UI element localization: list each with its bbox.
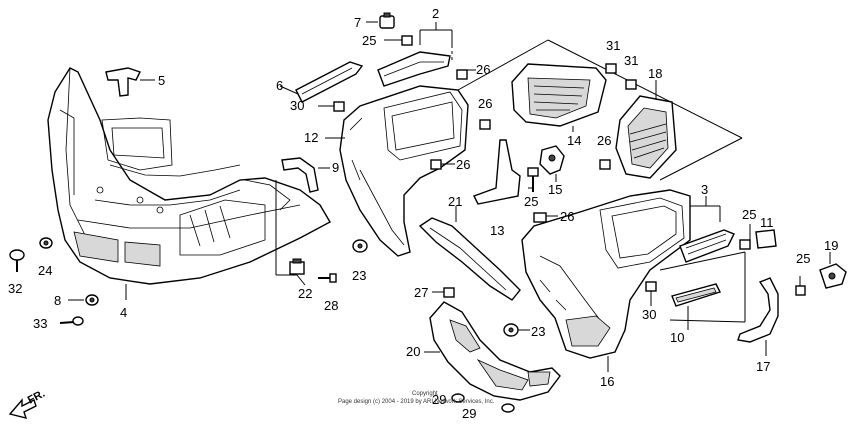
- part-2-mount: [377, 51, 451, 87]
- label-14: 14: [567, 133, 581, 148]
- part-28-screw: [318, 273, 337, 283]
- label-23-left: 23: [352, 268, 366, 283]
- part-12-inner-panel: [339, 85, 469, 257]
- label-25-right: 25: [742, 207, 756, 222]
- part-24-nut: [39, 237, 53, 249]
- part-26-clip-d: [599, 159, 611, 170]
- label-10: 10: [670, 330, 684, 345]
- label-26-c: 26: [456, 157, 470, 172]
- label-31-b: 31: [624, 53, 638, 68]
- label-12: 12: [304, 130, 318, 145]
- footer-copyright-text: Page design (c) 2004 - 2019 by ARI Netwo…: [338, 399, 495, 405]
- label-23-center: 23: [531, 324, 545, 339]
- label-11: 11: [760, 215, 774, 230]
- label-7: 7: [354, 15, 361, 30]
- part-10-reflector: [671, 283, 721, 307]
- part-33-screw: [59, 316, 84, 326]
- label-22: 22: [298, 286, 312, 301]
- part-31-grommet-b: [625, 79, 637, 90]
- part-23-grommet-center: [503, 323, 519, 337]
- part-22-clip: [289, 258, 305, 275]
- part-27-clip: [443, 287, 455, 298]
- label-29-a: 29: [432, 392, 446, 407]
- label-26-d: 26: [597, 133, 611, 148]
- label-29-b: 29: [462, 406, 476, 421]
- label-2: 2: [432, 6, 439, 21]
- part-29-screw-b: [501, 403, 515, 413]
- part-14-louver-panel: [511, 63, 607, 127]
- label-27: 27: [414, 285, 428, 300]
- part-26-clip-b: [479, 119, 491, 130]
- part-3-light-strip: [679, 229, 735, 263]
- part-29-screw-a: [451, 393, 465, 403]
- label-21: 21: [448, 194, 462, 209]
- part-23-grommet-left: [352, 239, 368, 253]
- part-26-clip-e: [533, 212, 547, 223]
- part-21-lens: [418, 217, 521, 301]
- label-32: 32: [8, 281, 22, 296]
- label-15: 15: [548, 182, 562, 197]
- part-19-clip: [819, 263, 847, 289]
- part-13-bracket: [473, 139, 521, 205]
- label-20: 20: [406, 344, 420, 359]
- label-18: 18: [648, 66, 662, 81]
- part-32-bolt: [9, 249, 25, 272]
- label-26-a: 26: [476, 62, 490, 77]
- part-25-screw-right: [739, 239, 751, 250]
- label-5: 5: [158, 73, 165, 88]
- part-25-screw-center: [527, 167, 539, 192]
- label-3: 3: [701, 182, 708, 197]
- label-25-center: 25: [524, 194, 538, 209]
- label-30-left: 30: [290, 98, 304, 113]
- front-direction-label: FR.: [26, 388, 47, 407]
- part-5-clip: [105, 67, 141, 97]
- label-28: 28: [324, 298, 338, 313]
- part-17-trim: [737, 277, 779, 343]
- label-13: 13: [490, 223, 504, 238]
- part-31-grommet-a: [605, 63, 617, 74]
- part-25-screw-top: [384, 35, 413, 46]
- part-4-lower-cowl: [47, 67, 331, 285]
- label-26-e: 26: [560, 209, 574, 224]
- label-4: 4: [120, 305, 127, 320]
- part-18-vent-grille: [615, 95, 677, 179]
- label-31-a: 31: [606, 38, 620, 53]
- label-30-right: 30: [642, 307, 656, 322]
- part-8-grommet: [85, 294, 99, 306]
- part-11-clip: [755, 229, 777, 249]
- front-direction-arrow-icon: [8, 398, 37, 419]
- label-8: 8: [54, 293, 61, 308]
- label-9: 9: [332, 160, 339, 175]
- part-20-lower-tray: [429, 301, 561, 401]
- part-26-clip-c: [430, 159, 442, 170]
- part-6-bar: [295, 61, 364, 103]
- copyright-label: Copyright: [412, 391, 438, 397]
- part-25-screw-far-right: [795, 276, 806, 296]
- label-26-b: 26: [478, 96, 492, 111]
- label-24: 24: [38, 263, 52, 278]
- part-30-screw-left: [318, 101, 345, 112]
- part-15-clip: [539, 145, 565, 175]
- label-25-far-right: 25: [796, 251, 810, 266]
- part-16-side-cowl: [521, 189, 691, 359]
- part-9-hose: [281, 157, 319, 193]
- label-33: 33: [33, 316, 47, 331]
- part-30-screw-right: [645, 281, 657, 306]
- label-25-top: 25: [362, 33, 376, 48]
- part-26-clip-a: [456, 69, 468, 80]
- part-7-nut: [379, 12, 395, 29]
- label-17: 17: [756, 359, 770, 374]
- label-16: 16: [600, 374, 614, 389]
- label-6: 6: [276, 78, 283, 93]
- label-19: 19: [824, 238, 838, 253]
